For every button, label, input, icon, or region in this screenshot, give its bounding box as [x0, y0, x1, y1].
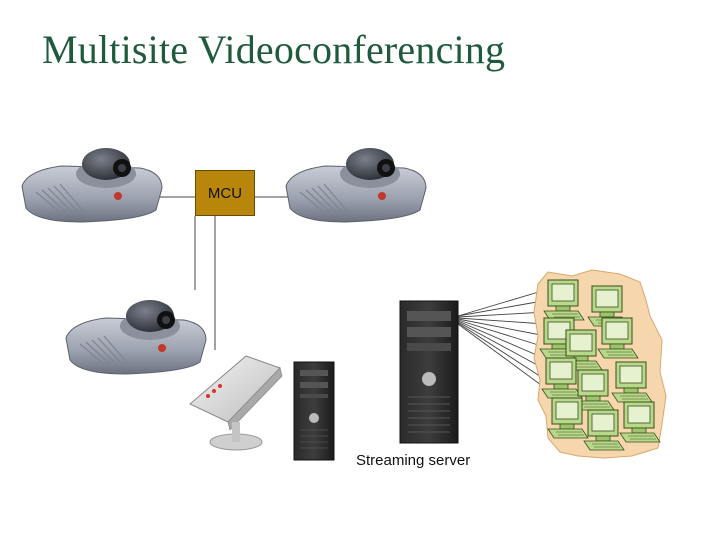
slide-title: Multisite Videoconferencing [42, 27, 506, 72]
videoconference-camera-icon [285, 147, 427, 223]
desktop-computer-icon [619, 401, 661, 443]
mcu-label: MCU [207, 184, 243, 202]
desktop-computer-icon [597, 317, 639, 359]
streaming-server-label: Streaming server [356, 452, 471, 469]
streaming-encoder-icon [189, 355, 283, 451]
desktop-computer-icon [583, 409, 625, 451]
desktop-computer-icon [543, 279, 585, 321]
mcu-box: MCU [195, 170, 255, 216]
desktop-computer-icon [541, 357, 583, 399]
desktop-computer-icon [547, 397, 589, 439]
fanout-lines [457, 287, 557, 397]
client-computers-cluster [533, 269, 667, 459]
videoconference-camera-icon [65, 299, 207, 375]
tower-server-icon [293, 361, 335, 461]
tower-server-icon [399, 300, 459, 444]
connection-lines [160, 196, 290, 350]
desktop-computer-icon [611, 361, 653, 403]
videoconference-camera-icon [21, 147, 163, 223]
